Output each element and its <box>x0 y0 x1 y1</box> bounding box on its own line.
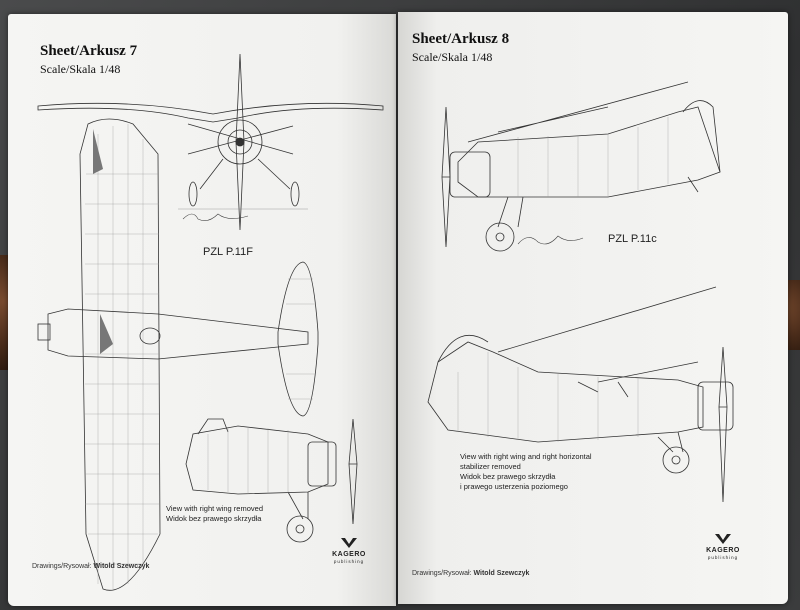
left-note-line-1: View with right wing removed <box>166 504 263 513</box>
left-logo-subtext: publishing <box>333 559 365 564</box>
right-note-line-1: View with right wing and right horizonta… <box>460 452 592 461</box>
left-aircraft-label: PZL P.11F <box>203 246 253 258</box>
right-drawings <box>427 81 734 503</box>
right-note-line-3: Widok bez prawego skrzydła <box>460 472 556 481</box>
upper-side-view-gear <box>497 196 524 228</box>
left-sheet-scale: Scale/Skala 1/48 <box>40 62 121 76</box>
front-view-engine <box>217 119 263 165</box>
front-view-gear <box>199 158 291 190</box>
left-signature <box>182 213 249 221</box>
left-kagero-logo: KAGERO publishing <box>324 536 374 564</box>
left-logo-text: KAGERO <box>332 551 366 558</box>
left-page: Sheet/Arkusz 7 Scale/Skala 1/48 PZL P.11… <box>8 14 396 606</box>
kagero-mark-icon <box>341 538 357 548</box>
kagero-mark-icon <box>715 534 731 544</box>
left-credit-prefix: Drawings/Rysował: <box>32 563 94 570</box>
upper-side-view-wing-line <box>467 81 689 143</box>
left-note: View with right wing removed Widok bez p… <box>166 504 366 524</box>
side-view-gear <box>287 491 309 520</box>
right-sheet-title: Sheet/Arkusz 8 <box>412 31 510 47</box>
right-logo-subtext: publishing <box>707 555 739 560</box>
left-credit: Drawings/Rysował: Witold Szewczyk <box>32 563 149 570</box>
right-note: View with right wing and right horizonta… <box>460 452 690 492</box>
left-credit-name: Witold Szewczyk <box>93 563 150 570</box>
right-note-line-4: i prawego usterzenia poziomego <box>460 482 568 491</box>
right-credit: Drawings/Rysował: Witold Szewczyk <box>412 570 529 577</box>
right-page: Sheet/Arkusz 8 Scale/Skala 1/48 PZL P.11… <box>398 12 788 604</box>
top-view-tailplane <box>277 261 319 417</box>
right-logo-text: KAGERO <box>706 547 740 554</box>
lower-side-view-gear <box>657 431 684 453</box>
lower-side-view-fuselage <box>427 341 704 443</box>
lower-side-view-fin <box>437 334 489 363</box>
right-kagero-logo: KAGERO publishing <box>698 532 748 560</box>
front-view-propeller <box>235 53 245 231</box>
lower-side-view-wing-line <box>497 286 717 383</box>
upper-side-view-fin <box>682 100 721 173</box>
side-view-fuselage <box>185 425 329 495</box>
right-signature <box>517 235 584 245</box>
right-aircraft-label: PZL P.11c <box>608 233 657 245</box>
top-view-fuselage <box>47 308 309 360</box>
upper-side-view-propeller <box>441 106 451 248</box>
lower-side-view-engine <box>697 381 734 431</box>
top-view-wing <box>79 118 161 591</box>
right-credit-prefix: Drawings/Rysował: <box>412 570 474 577</box>
left-drawings <box>37 53 384 591</box>
right-sheet-scale: Scale/Skala 1/48 <box>412 50 493 64</box>
right-note-line-2: stabilizer removed <box>460 462 521 471</box>
side-view-propeller <box>348 418 358 525</box>
lower-side-view-propeller <box>718 346 728 503</box>
front-view-wing <box>37 102 384 123</box>
upper-side-view-engine <box>449 151 491 198</box>
left-note-line-2: Widok bez prawego skrzydła <box>166 514 262 523</box>
right-credit-name: Witold Szewczyk <box>473 570 530 577</box>
left-sheet-title: Sheet/Arkusz 7 <box>40 43 138 59</box>
upper-side-view-fuselage <box>457 106 721 198</box>
side-view-engine <box>307 441 337 487</box>
